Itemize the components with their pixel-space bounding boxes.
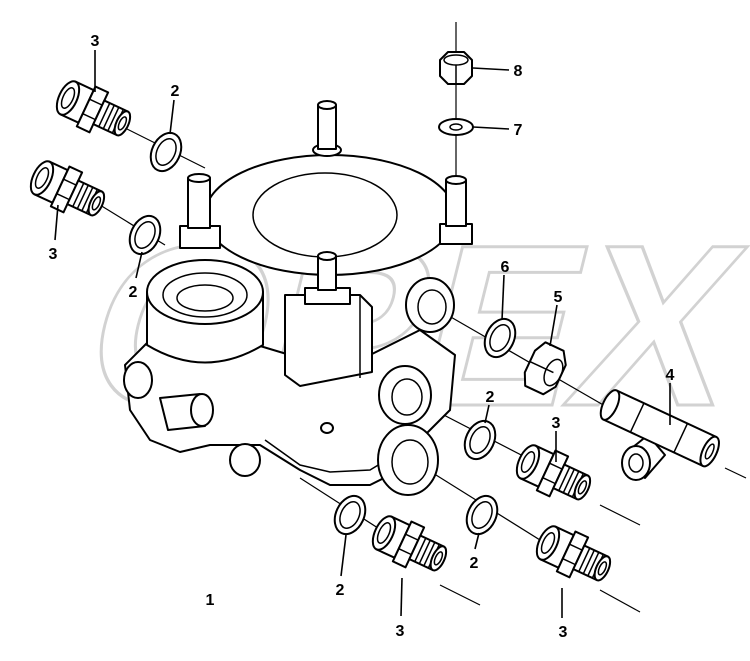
body-lower-tube-end	[190, 393, 214, 427]
center-stud-shaft	[317, 255, 337, 291]
top-stud-shaft	[317, 104, 337, 150]
axis-line	[599, 589, 641, 613]
right-stud-end	[445, 175, 467, 185]
port-middle-right	[378, 365, 432, 425]
top-stud-end	[317, 100, 337, 110]
body-side-port	[123, 361, 153, 399]
callout-washer-right: 2	[486, 389, 495, 406]
port-upper-right	[405, 277, 455, 333]
left-stud-bracket	[179, 225, 221, 249]
axis-line	[429, 304, 613, 411]
left-chamber-rim	[146, 259, 264, 325]
leader-line	[472, 126, 510, 130]
leader-line	[135, 251, 143, 279]
center-stud-end	[317, 251, 337, 261]
tee-collar-line	[629, 402, 645, 433]
callout-washer-bottom-right: 2	[470, 555, 479, 572]
center-block	[284, 294, 373, 387]
callout-nut-8: 8	[514, 63, 523, 80]
port-lower-right	[377, 424, 439, 496]
center-stud	[304, 251, 351, 305]
leader-line	[472, 67, 510, 71]
left-chamber-bore	[176, 284, 234, 312]
tee-end-left	[599, 389, 621, 421]
right-stud-shaft	[445, 179, 467, 227]
callout-washer-bottom-left: 2	[336, 582, 345, 599]
body-plug	[320, 422, 334, 434]
tee-main-run	[599, 389, 720, 468]
callout-fitting-top-left: 3	[91, 33, 100, 50]
leader-line	[400, 577, 403, 617]
callout-nut-5: 5	[554, 289, 563, 306]
callout-washer-7: 7	[514, 122, 523, 139]
right-stud	[439, 175, 473, 245]
washer-7	[438, 118, 474, 136]
washer-7-outer	[438, 118, 474, 136]
callout-fitting-bottom-middle: 3	[396, 623, 405, 640]
left-chamber-ring	[162, 272, 248, 318]
left-stud	[179, 173, 221, 249]
axis-line	[439, 584, 481, 606]
nut-8	[439, 51, 473, 85]
body-bottom-port	[229, 443, 261, 477]
callout-washer-6: 6	[501, 259, 510, 276]
tee-branch-end	[621, 445, 651, 481]
fitting-bottom-right	[529, 518, 619, 592]
leader-line	[54, 204, 59, 241]
nut-5	[523, 341, 567, 396]
left-stud-end	[187, 173, 211, 183]
tee-branch-bore	[628, 453, 644, 473]
callout-valve-body-1: 1	[206, 592, 215, 609]
callout-tee-4: 4	[666, 367, 675, 384]
tee-end-bore	[704, 443, 715, 460]
fitting-left	[23, 153, 113, 227]
leader-line	[484, 404, 490, 424]
leader-line	[169, 99, 175, 135]
washer-bottom-right	[459, 489, 505, 541]
nut-5-edge	[529, 360, 554, 374]
valve-body	[123, 100, 473, 496]
leader-line	[549, 304, 558, 347]
fitting-bottom-middle	[365, 508, 455, 582]
leader-line	[474, 532, 480, 550]
washer-bottom-left	[327, 489, 373, 541]
port-inner	[417, 289, 447, 325]
leader-line	[340, 534, 347, 577]
tee-end-right	[699, 435, 720, 468]
left-stud-shaft	[187, 177, 211, 229]
washer-top	[143, 126, 189, 178]
tee-collar-line	[673, 423, 689, 453]
top-stud	[312, 100, 342, 157]
port-inner	[391, 439, 429, 485]
axis-line	[599, 504, 641, 526]
tee-fitting-4	[599, 389, 720, 481]
axis-line	[724, 467, 747, 479]
callout-leaders	[54, 50, 671, 618]
callout-fitting-right-middle: 3	[552, 415, 561, 432]
leader-line	[501, 274, 505, 321]
callout-washer-top: 2	[171, 83, 180, 100]
callout-labels: 3 2 3 2 8 7 6 5 4 2 3 1 2 3 2 3	[49, 33, 675, 641]
fitting-top-left	[49, 73, 139, 147]
callout-washer-left: 2	[129, 284, 138, 301]
callout-fitting-left: 3	[49, 246, 58, 263]
washer-7-hole	[449, 123, 463, 131]
port-inner	[391, 378, 423, 416]
callout-fitting-bottom-right: 3	[559, 624, 568, 641]
